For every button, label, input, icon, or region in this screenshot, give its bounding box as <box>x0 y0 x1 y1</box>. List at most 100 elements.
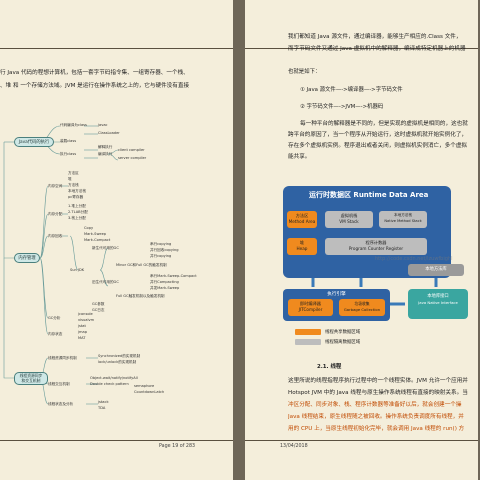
box-label: 程序计数器 <box>365 240 387 245</box>
mindmap-detail: Object.wait/notify/notifyAll <box>90 376 138 380</box>
mindmap-detail: TDA <box>98 406 106 410</box>
box-label: 本地库接口 <box>427 294 449 299</box>
vm-stack-box: 虚拟机栈 VM Stack <box>325 211 373 228</box>
mindmap-detail: server compiler <box>118 156 147 160</box>
paragraph-line: 能共享。 <box>288 154 311 160</box>
intro-line-1: 行 Java 代码的程想计算机，包括一套字节码指令集、一组寄存器、一个栈、 <box>0 70 189 76</box>
mindmap-item: 代码编译为class <box>60 123 87 127</box>
box-label: 虚拟机栈 <box>340 213 358 218</box>
mindmap-detail: 解释执行 <box>98 145 113 149</box>
box-label: 堆 <box>299 240 305 245</box>
mindmap-detail: 新生代可用的GC <box>92 246 119 250</box>
mindmap-item: GC分析 <box>48 316 61 320</box>
mindmap-detail: 并行copying <box>150 254 172 258</box>
mindmap-item: 执行class <box>60 152 77 156</box>
paragraph-line: 而字节码文件又通过 Java 虚拟机中的解释器，编译成特定机器上的机器 <box>288 46 466 52</box>
jit-compiler-box: 即时编译器 JITCompiler <box>288 299 333 316</box>
legend-label-shared: 线程共享数据区域 <box>325 330 361 335</box>
mindmap-detail: Minor GC和Full GC的触发机制 <box>116 263 167 267</box>
mindmap-node-java-exec: Java代码的执行 <box>14 137 54 147</box>
mindmap-detail: GC参数 <box>92 302 105 306</box>
section-heading: 2.1. 线程 <box>317 364 342 370</box>
box-sublabel: Java Native Interface <box>418 300 458 305</box>
mindmap-detail: 串行Mark-Sweep-Compact <box>150 274 197 278</box>
box-sublabel: Garbage Collection <box>343 306 381 312</box>
native-interface-box: 本地库接口 Java Native Interface <box>408 289 468 319</box>
runtime-data-area-panel: 运行时数据区 Runtime Data Area 方法区 Method Area… <box>283 186 451 278</box>
mindmap-detail: MAT <box>78 336 86 340</box>
watermark-text: http://code.csdn.net/lzuwfbighl <box>375 256 453 262</box>
legend-swatch-shared <box>295 329 321 335</box>
mindmap-detail: Full GC触发机制以及触发机制 <box>116 294 165 298</box>
box-sublabel: Method Area <box>288 218 316 224</box>
mindmap-detail: jstack <box>98 400 109 404</box>
mindmap-node-threads: 线程资源同步 和交互机制 <box>14 372 48 385</box>
box-sublabel: VM Stack <box>339 218 359 224</box>
mindmap-detail: 3.栈上分配 <box>68 216 86 220</box>
footer-rule <box>0 440 233 441</box>
mindmap-detail: 编译执行 <box>98 152 113 156</box>
diagram-arrows <box>311 278 438 306</box>
mindmap-detail: visualvm <box>78 318 95 322</box>
native-method-stack-box: 本地方法栈 Native Method Stack <box>379 211 427 228</box>
mindmap-detail: GC日志 <box>92 308 105 312</box>
mindmap-detail: 本地方法栈 <box>68 189 86 193</box>
also-is-text: 也就是如下： <box>288 69 321 75</box>
runtime-data-area-title: 运行时数据区 Runtime Data Area <box>309 191 429 199</box>
mindmap-detail: jmap <box>78 330 87 334</box>
paragraph-line-highlight: 用的 CPU 上，当原生线程初始化完毕，就会调用 Java 线程的 run() … <box>288 426 465 432</box>
mindmap-detail: pc寄存器 <box>68 195 84 199</box>
step-1: ① Java 源文件—->编译器—->字节码文件 <box>300 87 403 93</box>
step-2: ② 字节码文件—->JVM—->机器码 <box>300 104 384 110</box>
mindmap-item: 内存回收 <box>48 234 63 238</box>
legend-label-isolated: 线程隔离数据区域 <box>325 340 361 345</box>
mindmap-detail: 1.堆上分配 <box>68 204 86 208</box>
mindmap-detail: Double check pattern <box>90 382 129 386</box>
method-area-box: 方法区 Method Area <box>287 211 317 228</box>
mindmap-detail: jstat <box>78 324 86 328</box>
execution-engine-panel: 执行引擎 即时编译器 JITCompiler 垃圾收集 Garbage Coll… <box>283 289 390 321</box>
paragraph-line: 我们都知道 Java 源文件，通过编译器，能够生产相应的.Class 文件， <box>288 34 462 40</box>
paragraph-line: 这里所说的线程指程序执行过程中的一个线程实体。JVM 允许一个应用并 <box>288 378 468 384</box>
mindmap-item: 线程状态及分析 <box>48 402 74 406</box>
mindmap-detail: 并行回收copying <box>150 248 179 252</box>
mindmap-detail: 串行copying <box>150 242 172 246</box>
box-label: 垃圾收集 <box>354 301 370 306</box>
box-label: 方法区 <box>295 213 309 218</box>
box-sublabel: Native Method Stack <box>384 218 422 223</box>
mindmap-detail: Sun JDK <box>70 268 85 272</box>
execution-engine-title: 执行引擎 <box>327 292 346 297</box>
native-library-box: 本地方法库 <box>408 264 464 276</box>
mindmap-detail: 并发Mark-Sweep <box>150 286 180 290</box>
mindmap-detail: Synchronized的实现机制 <box>98 354 141 358</box>
paragraph-line: 存在多个虚拟机实例。程序退出或者关闭，则虚拟机实例消亡，多个虚拟 <box>288 143 468 149</box>
footer-date: 13/04/2018 <box>280 444 308 449</box>
mindmap-item: 线程资源同步机制 <box>48 356 77 360</box>
page-number: Page 19 of 283 <box>159 444 196 449</box>
box-sublabel: Heap <box>296 245 308 251</box>
paragraph-line: 每一种平台的解释器是不同的，但是实现的虚拟机是相同的，这也就 <box>300 121 468 127</box>
mindmap-detail: 并行Compacting <box>150 280 179 284</box>
box-sublabel: JITCompiler <box>298 306 323 312</box>
program-counter-box: 程序计数器 Program Counter Register <box>325 238 427 255</box>
box-label: 本地方法栈 <box>394 213 412 217</box>
header-rule <box>245 48 478 49</box>
mindmap-item: 装载class <box>60 139 77 143</box>
mindmap-detail: Copy <box>84 226 94 230</box>
paragraph-line-highlight: Java 线程结束，原生线程随之被回收。操作系统负责调度所有线程，并 <box>288 414 464 420</box>
mindmap-detail: 2.TLAB分配 <box>68 210 88 214</box>
mindmap-detail: CountdownLatch <box>134 390 165 394</box>
mindmap-item: 线程交互机制 <box>48 382 70 386</box>
mindmap-detail: Mark-Sweep <box>84 232 107 236</box>
mindmap-item: 内存状态 <box>48 332 63 336</box>
mindmap-detail: 旧生代可用的GC <box>92 280 119 284</box>
right-document-page: 我们都知道 Java 源文件，通过编译器，能够生产相应的.Class 文件， 而… <box>245 0 478 480</box>
mindmap-detail: semaphore <box>134 384 155 388</box>
paragraph-line: Hotspot JVM 中的 Java 线程与原生操作系统线程有直接的映射关系。… <box>288 390 468 396</box>
mindmap-detail: 堆 <box>68 177 72 181</box>
legend-swatch-isolated <box>295 339 321 345</box>
mindmap-detail: 方法栈 <box>68 183 79 187</box>
jvm-runtime-diagram: 运行时数据区 Runtime Data Area 方法区 Method Area… <box>283 186 478 350</box>
mindmap-node-memory: 内存管理 <box>14 253 40 263</box>
mindmap-item: 内存空间 <box>48 184 63 188</box>
